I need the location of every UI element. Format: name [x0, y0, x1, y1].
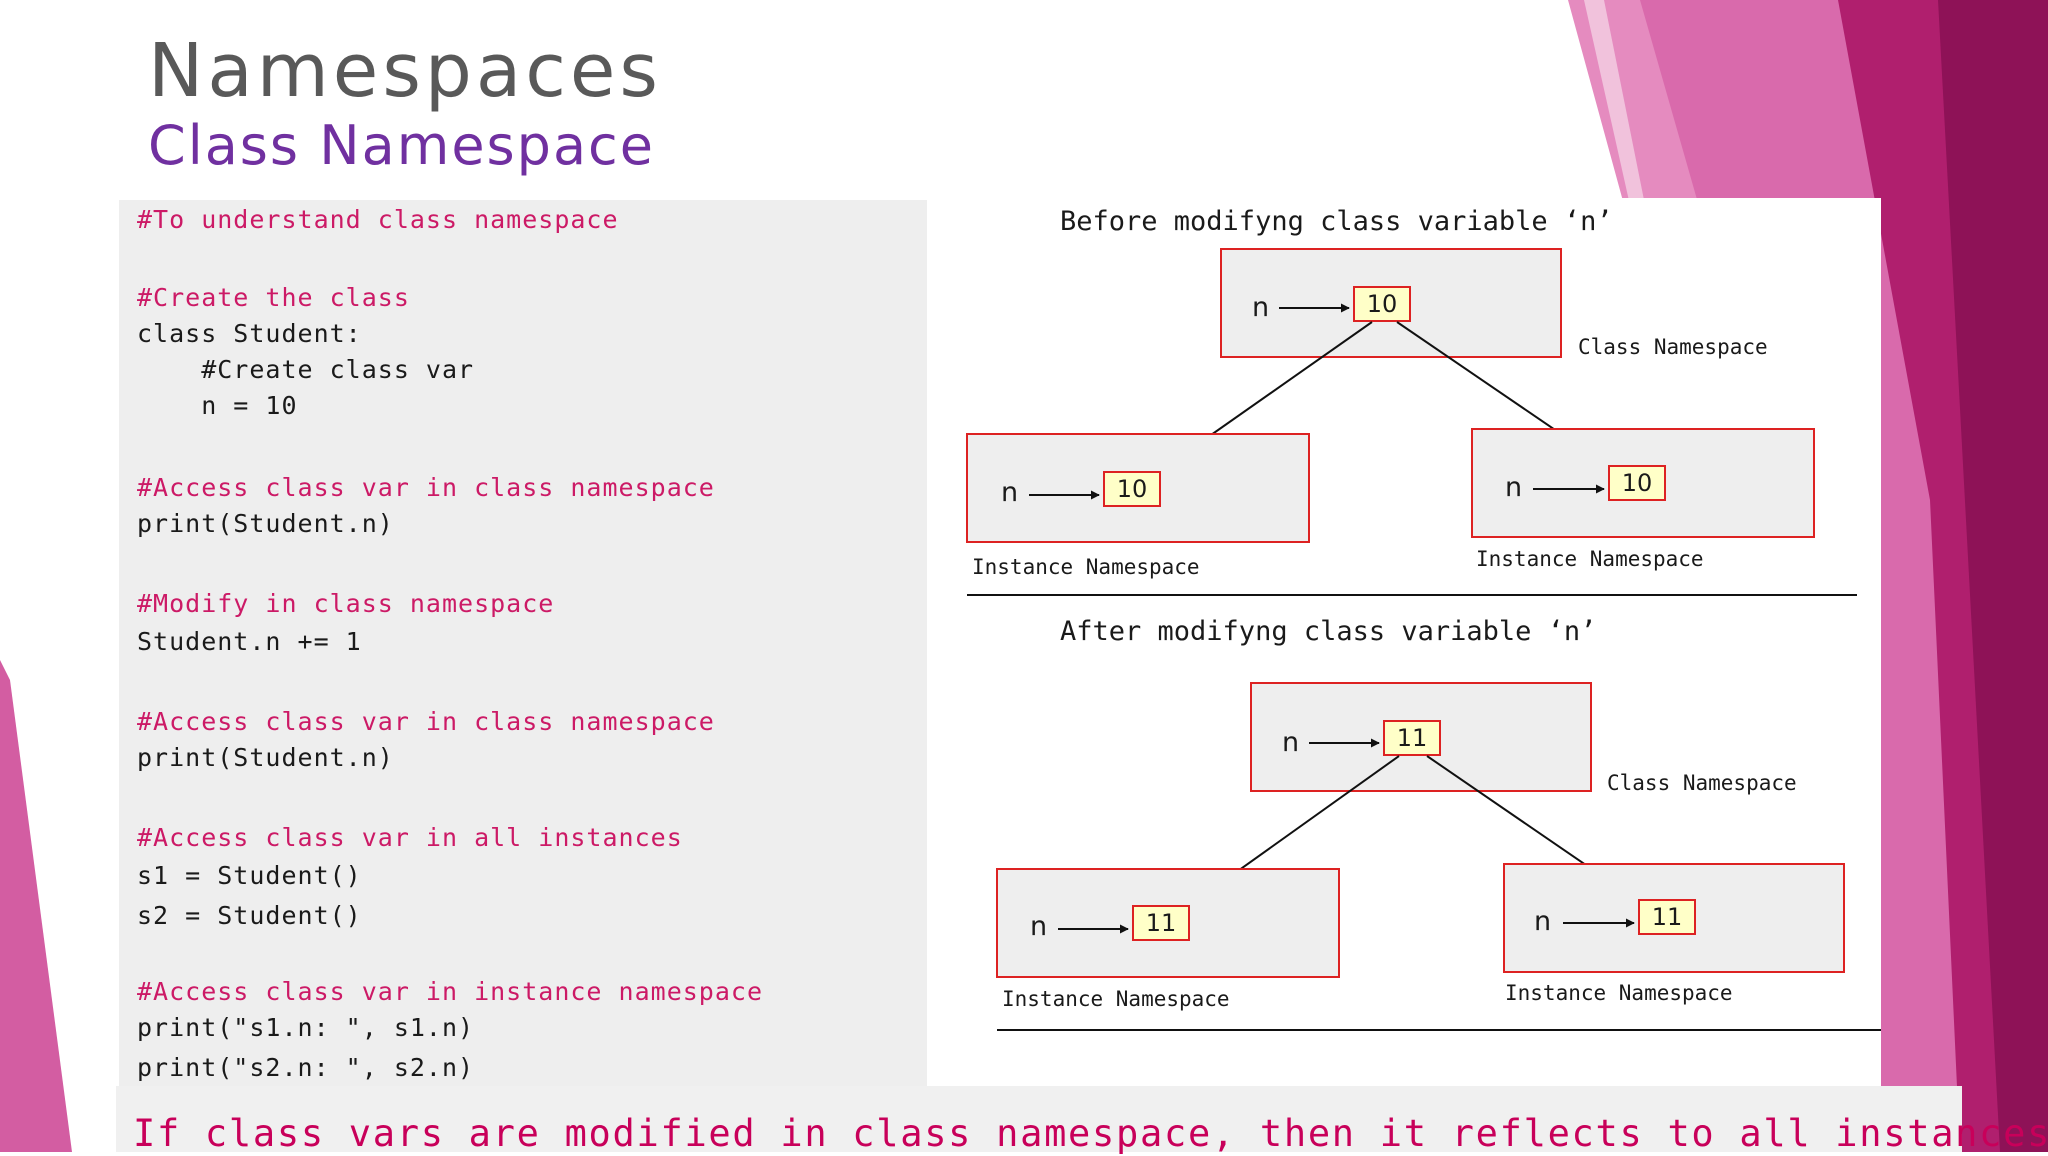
footer-text: If class vars are modified in class name… [133, 1112, 2048, 1155]
after-instance2-value: 11 [1652, 903, 1683, 931]
before-instance2-value-box [1608, 465, 1666, 501]
code-line: #Modify in class namespace [137, 589, 555, 618]
code-line: n = 10 [137, 391, 298, 420]
code-line: Student.n += 1 [137, 627, 362, 656]
code-line: print("s2.n: ", s2.n) [137, 1053, 475, 1082]
before-instance-namespace-1: n 10 Instance Namespace [966, 433, 1310, 579]
code-line: #Access class var in instance namespace [137, 977, 763, 1006]
before-instance2-var-name: n [1505, 472, 1522, 503]
before-instance-namespace-2: n 10 Instance Namespace [1471, 428, 1815, 571]
after-instance1-value: 11 [1146, 909, 1177, 937]
slide-title: Namespaces [148, 28, 662, 114]
code-line: print("s1.n: ", s1.n) [137, 1013, 475, 1042]
code-line: print(Student.n) [137, 509, 394, 538]
after-instance-namespace-1: n 11 Instance Namespace [996, 868, 1340, 1011]
code-line: s1 = Student() [137, 861, 362, 890]
before-class-value-box [1353, 286, 1411, 322]
code-panel: #To understand class namespace #Create t… [119, 200, 927, 1090]
code-line: #Access class var in all instances [137, 823, 683, 852]
after-instance2-label: Instance Namespace [1505, 981, 1733, 1005]
after-instance2-var-name: n [1534, 906, 1551, 937]
before-class-namespace-box: n 10 Class Namespace [1220, 248, 1768, 359]
code-line: #Create class var [137, 355, 475, 384]
before-heading: Before modifyng class variable ‘n’ [1060, 206, 1613, 237]
before-class-namespace-label: Class Namespace [1578, 335, 1768, 359]
slide-subtitle: Class Namespace [148, 114, 655, 177]
after-instance1-value-box [1132, 905, 1190, 941]
before-class-var-name: n [1252, 292, 1269, 323]
code-line: print(Student.n) [137, 743, 394, 772]
namespace-diagram-panel: Before modifyng class variable ‘n’ n 10 … [927, 198, 1881, 1088]
code-line: s2 = Student() [137, 901, 362, 930]
after-instance1-label: Instance Namespace [1002, 987, 1230, 1011]
after-heading: After modifyng class variable ‘n’ [1060, 616, 1596, 647]
after-class-var-name: n [1282, 727, 1299, 758]
code-line: #Access class var in class namespace [137, 707, 715, 736]
code-line: #Create the class [137, 283, 410, 312]
before-instance2-value: 10 [1622, 469, 1653, 497]
before-instance1-value-box [1103, 471, 1161, 507]
before-instance1-label: Instance Namespace [972, 555, 1200, 579]
before-class-value: 10 [1367, 290, 1398, 318]
footer-banner: If class vars are modified in class name… [116, 1086, 2048, 1155]
after-class-value: 11 [1397, 724, 1428, 752]
after-instance-namespace-2: n 11 Instance Namespace [1503, 863, 1845, 1005]
after-instance1-var-name: n [1030, 911, 1047, 942]
after-class-namespace-label: Class Namespace [1607, 771, 1797, 795]
code-line: class Student: [137, 319, 362, 348]
namespace-diagram: Before modifyng class variable ‘n’ n 10 … [966, 206, 1881, 1031]
after-class-namespace-box: n 11 Class Namespace [1250, 682, 1797, 795]
before-instance1-value: 10 [1117, 475, 1148, 503]
code-line: #Access class var in class namespace [137, 473, 715, 502]
before-instance2-label: Instance Namespace [1476, 547, 1704, 571]
code-line: #To understand class namespace [137, 205, 619, 234]
after-class-value-box [1383, 720, 1441, 756]
after-instance2-value-box [1638, 899, 1696, 935]
before-instance1-var-name: n [1001, 477, 1018, 508]
